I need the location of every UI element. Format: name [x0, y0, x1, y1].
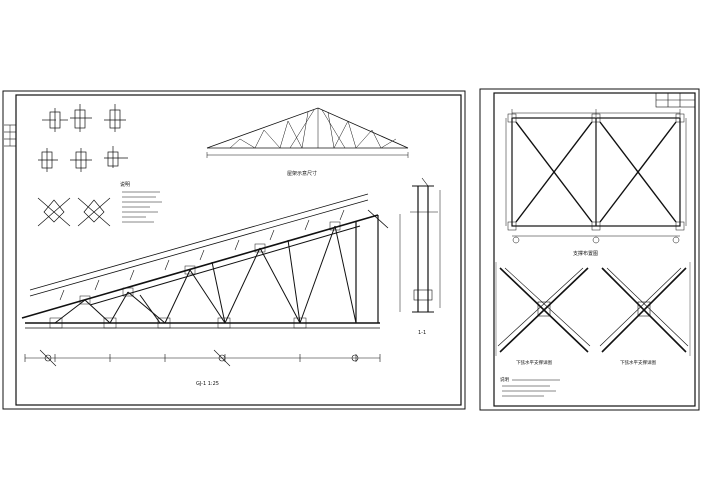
- web-members: [54, 225, 361, 324]
- node-detail-3: [104, 104, 126, 132]
- sheet-2-outer-border: [479, 88, 700, 411]
- x-brace-detail-left: [495, 262, 591, 356]
- sheet-1-notes: 说明: [120, 181, 162, 223]
- gusset-plates: [49, 221, 341, 329]
- x-brace-left-title: 下弦水平支撑详图: [516, 359, 552, 366]
- sheet-1-outer-border: [2, 90, 466, 410]
- sheet-2: 支撑布置图 下弦水平支撑详图 下弦水平支撑详图 说明: [479, 88, 700, 411]
- node-detail-group: [37, 104, 128, 227]
- x-brace-detail-right: [599, 262, 691, 356]
- section-detail: [399, 177, 441, 313]
- truss-outline-schematic: [206, 107, 409, 158]
- section-title: 1-1: [418, 330, 426, 336]
- frame-title: 屋架示意尺寸: [287, 170, 317, 177]
- node-detail-6: [104, 146, 128, 168]
- brace-layout-title: 支撑布置图: [573, 250, 598, 257]
- truss-title: GJ-1 1:25: [196, 381, 219, 387]
- node-detail-1: [42, 108, 68, 132]
- sheet-2-notes: 说明: [500, 376, 560, 397]
- sheet-1-notes-heading: 说明: [120, 181, 130, 188]
- brace-layout-plan: [505, 109, 687, 244]
- x-brace-right-title: 下弦水平支撑详图: [620, 359, 656, 366]
- sheet-2-notes-heading: 说明: [500, 376, 509, 383]
- sheet-2-title-block: [655, 92, 696, 108]
- truss-main-elevation: [21, 193, 389, 329]
- node-detail-2: [70, 104, 92, 132]
- node-detail-8: [77, 197, 111, 227]
- sheet-1: 说明 屋: [2, 90, 466, 410]
- node-detail-5: [70, 148, 92, 172]
- sheet-1-title-strip: [4, 124, 16, 147]
- truss-dimension-line: [24, 349, 381, 367]
- node-detail-7: [37, 197, 71, 227]
- sheet-1-inner-border: [15, 94, 462, 406]
- purlin-ticks: [59, 209, 345, 301]
- sheet-2-inner-border: [493, 92, 696, 407]
- node-detail-4: [38, 148, 58, 172]
- roof-purlin-line: [29, 193, 369, 291]
- top-chord: [21, 214, 379, 319]
